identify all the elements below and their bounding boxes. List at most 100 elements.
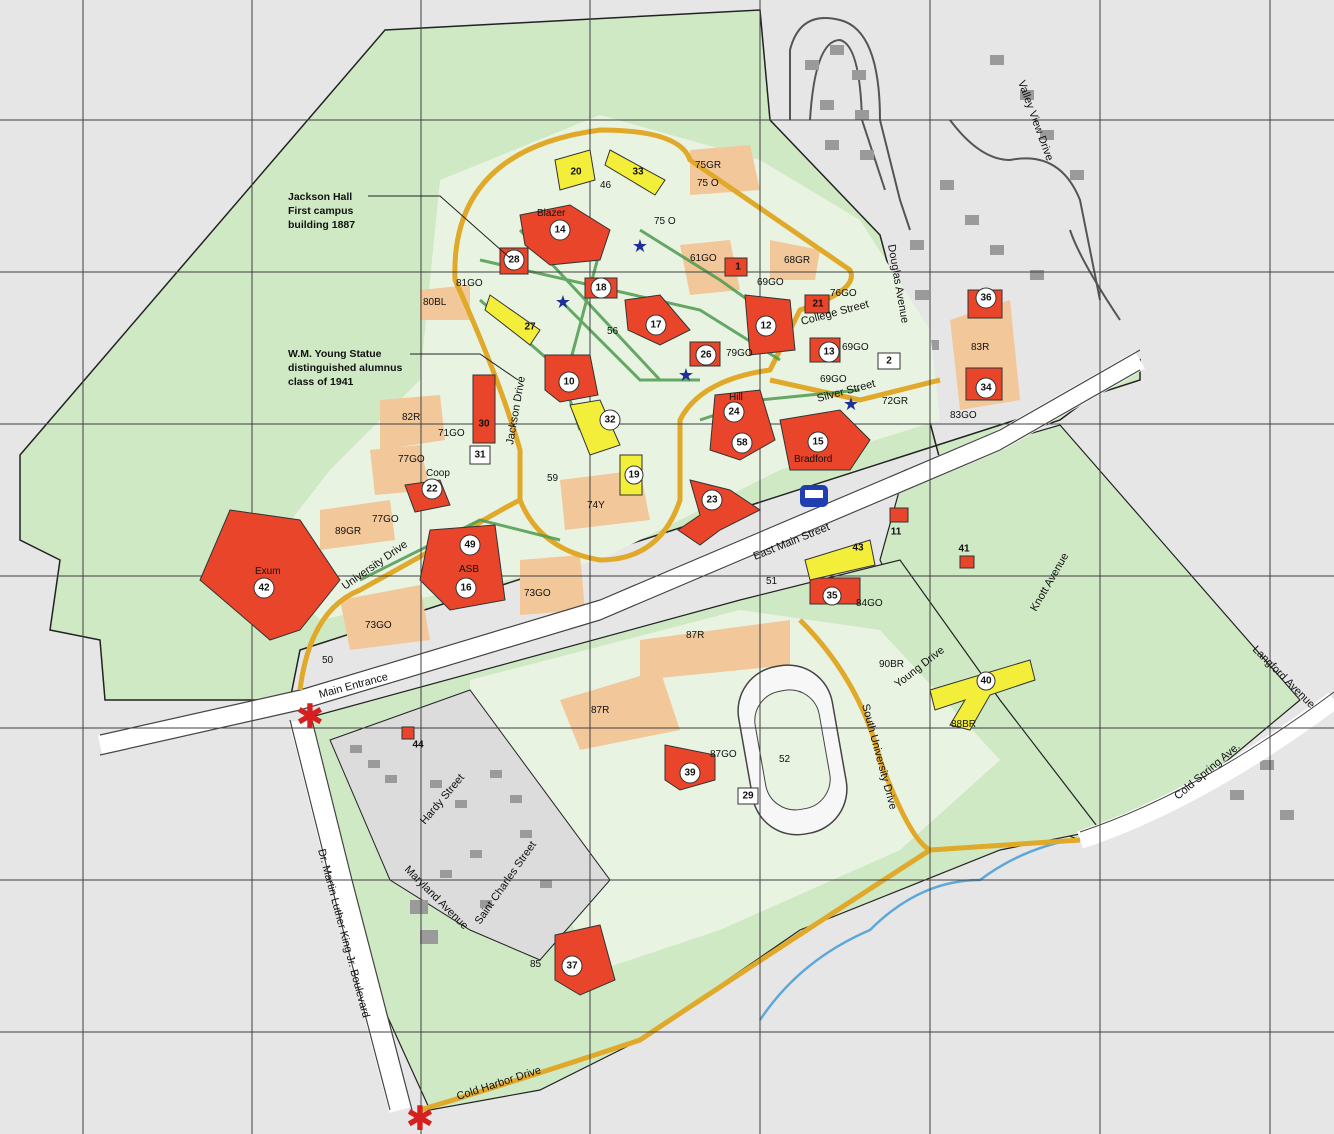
svg-text:class of 1941: class of 1941 <box>288 376 354 388</box>
lot-52: 52 <box>779 754 791 765</box>
svg-text:10: 10 <box>563 377 575 388</box>
building-18[interactable]: 18 <box>590 277 612 299</box>
entrance-star-icon: ✱ <box>296 697 325 737</box>
lot-75o-b: 75 O <box>654 216 676 227</box>
building-13[interactable]: 13 <box>818 341 840 363</box>
svg-text:32: 32 <box>604 415 616 426</box>
svg-text:Jackson Hall: Jackson Hall <box>288 191 352 203</box>
svg-text:34: 34 <box>980 383 992 394</box>
building-30[interactable]: 30 <box>478 419 490 430</box>
lot-46: 46 <box>600 180 612 191</box>
lot-83go: 83GO <box>950 410 977 421</box>
label-bradford: Bradford <box>794 454 832 465</box>
building-42[interactable]: 42 <box>253 577 275 599</box>
building-17[interactable]: 17 <box>645 314 667 336</box>
building-33[interactable]: 33 <box>632 167 644 178</box>
building-28[interactable]: 28 <box>503 249 525 271</box>
building-58[interactable]: 58 <box>731 432 753 454</box>
lot-68gr: 68GR <box>784 255 810 266</box>
svg-text:23: 23 <box>706 495 718 506</box>
lot-81go: 81GO <box>456 278 483 289</box>
label-hill: Hill <box>729 392 743 403</box>
building-37[interactable]: 37 <box>561 955 583 977</box>
building-36[interactable]: 36 <box>975 287 997 309</box>
lot-84go: 84GO <box>856 598 883 609</box>
lot-82r: 82R <box>402 412 420 423</box>
lot-80bl: 80BL <box>423 297 447 308</box>
lot-87r-b: 87R <box>591 705 609 716</box>
entrance-star-icon: ✱ <box>406 1099 435 1134</box>
building-40[interactable]: 40 <box>976 671 996 691</box>
creek <box>758 838 1071 1021</box>
building-10[interactable]: 10 <box>558 371 580 393</box>
building-16[interactable]: 16 <box>455 577 477 599</box>
svg-text:14: 14 <box>554 225 566 236</box>
building-39[interactable]: 39 <box>679 762 701 784</box>
building-35[interactable]: 35 <box>822 586 842 606</box>
building-11[interactable]: 11 <box>891 527 902 538</box>
young-statue-note: W.M. Young Statue distinguished alumnus … <box>288 348 519 388</box>
label-exum: Exum <box>255 566 281 577</box>
lot-77go-b: 77GO <box>372 514 399 525</box>
building-49[interactable]: 49 <box>459 534 481 556</box>
star-icon: ★ <box>555 292 571 313</box>
svg-text:17: 17 <box>650 320 662 331</box>
svg-text:13: 13 <box>823 347 835 358</box>
lot-73go-b: 73GO <box>365 620 392 631</box>
svg-text:11: 11 <box>891 527 902 538</box>
svg-text:28: 28 <box>508 255 520 266</box>
lot-69go-c: 69GO <box>820 374 847 385</box>
svg-text:30: 30 <box>478 419 490 430</box>
svg-text:15: 15 <box>812 437 824 448</box>
building-31[interactable]: 31 <box>469 445 491 465</box>
label-asb: ASB <box>459 564 479 575</box>
svg-text:22: 22 <box>426 484 438 495</box>
building-24[interactable]: 24 <box>723 401 745 423</box>
building-27[interactable]: 27 <box>524 322 536 333</box>
building-14[interactable]: 14 <box>549 219 571 241</box>
lot-61go: 61GO <box>690 253 717 264</box>
lot-77go-a: 77GO <box>398 454 425 465</box>
building-43[interactable]: 43 <box>852 543 864 554</box>
svg-text:building 1887: building 1887 <box>288 219 355 231</box>
building-44[interactable]: 44 <box>412 740 424 751</box>
lot-87go: 87GO <box>710 749 737 760</box>
building-29[interactable]: 29 <box>737 787 759 805</box>
building-19[interactable]: 19 <box>624 465 644 485</box>
svg-text:12: 12 <box>760 321 772 332</box>
svg-text:42: 42 <box>258 583 270 594</box>
svg-text:58: 58 <box>736 438 748 449</box>
building-32[interactable]: 32 <box>599 409 621 431</box>
svg-text:21: 21 <box>812 299 824 310</box>
building-26[interactable]: 26 <box>695 344 717 366</box>
svg-text:W.M. Young Statue: W.M. Young Statue <box>288 348 382 360</box>
building-12[interactable]: 12 <box>755 315 777 337</box>
lot-71go: 71GO <box>438 428 465 439</box>
lot-75o-a: 75 O <box>697 178 719 189</box>
building-20[interactable]: 20 <box>570 167 582 178</box>
svg-text:39: 39 <box>684 768 696 779</box>
svg-text:20: 20 <box>570 167 582 178</box>
campus-roads <box>297 127 1081 1113</box>
star-icon: ★ <box>843 394 859 415</box>
building-34[interactable]: 34 <box>975 377 997 399</box>
star-icon: ★ <box>678 365 694 386</box>
building-1[interactable]: 1 <box>735 262 741 273</box>
lot-56: 56 <box>607 326 619 337</box>
building-23[interactable]: 23 <box>701 489 723 511</box>
building-22[interactable]: 22 <box>421 478 443 500</box>
label-blazer: Blazer <box>537 208 566 219</box>
building-15[interactable]: 15 <box>807 431 829 453</box>
building-21[interactable]: 21 <box>812 299 824 310</box>
lot-87r-a: 87R <box>686 630 704 641</box>
lot-79go: 79GO <box>726 348 753 359</box>
svg-text:36: 36 <box>980 293 992 304</box>
star-markers: ★ ★ ★ ★ <box>555 236 859 415</box>
svg-text:43: 43 <box>852 543 864 554</box>
building-2[interactable]: 2 <box>877 352 901 370</box>
lot-69go: 69GO <box>757 277 784 288</box>
building-41[interactable]: 41 <box>958 544 970 555</box>
svg-text:24: 24 <box>728 407 740 418</box>
lot-83r: 83R <box>971 342 989 353</box>
